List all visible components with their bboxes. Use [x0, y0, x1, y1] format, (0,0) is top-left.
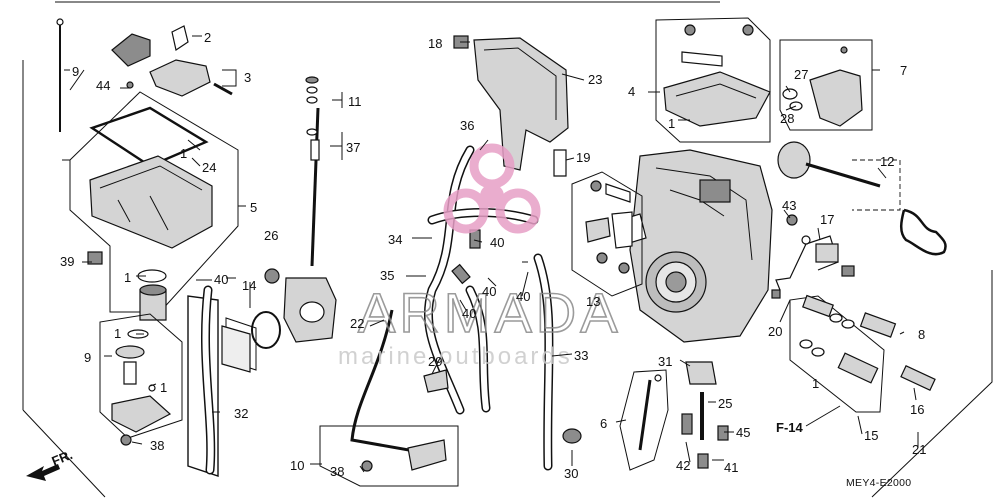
callout-45: 45: [736, 425, 750, 440]
callout-20: 20: [768, 324, 782, 339]
callout-38: 38: [150, 438, 164, 453]
choke-cable-box: [319, 425, 459, 487]
bottom-jets-group: [619, 361, 729, 471]
leader-lines: [62, 35, 919, 473]
callout-22: 22: [350, 316, 364, 331]
armada-watermark: ARMADA marine outboards: [338, 143, 622, 370]
callout-30: 30: [564, 466, 578, 481]
callout-37: 37: [346, 140, 360, 155]
callout-6: 6: [600, 416, 607, 431]
callout-41: 41: [724, 460, 738, 475]
callout-31: 31: [658, 354, 672, 369]
intake-gasket-group: [187, 268, 337, 477]
watermark-tagline: marine outboards: [338, 343, 573, 370]
armada-logo-icon: [443, 143, 541, 234]
callout-12: 12: [880, 154, 894, 169]
cover-plate-group: [655, 17, 771, 143]
callout-labels: 1111112345678991011121314151617181920212…: [60, 30, 926, 481]
reference-label: F-14: [776, 420, 804, 435]
callout-13: 13: [586, 294, 600, 309]
callout-9: 9: [84, 350, 91, 365]
diagram-frame: [22, 1, 993, 498]
callout-1: 1: [114, 326, 121, 341]
callout-26: 26: [264, 228, 278, 243]
callout-3: 3: [244, 70, 251, 85]
callout-8: 8: [918, 327, 925, 342]
callout-38: 38: [330, 464, 344, 479]
callout-9: 9: [72, 64, 79, 79]
callout-4: 4: [628, 84, 635, 99]
callout-40: 40: [462, 306, 476, 321]
callout-18: 18: [428, 36, 442, 51]
callout-1: 1: [668, 116, 675, 131]
callout-7: 7: [900, 63, 907, 78]
watermark-brand: ARMADA: [358, 281, 622, 344]
callout-40: 40: [214, 272, 228, 287]
callout-28: 28: [780, 111, 794, 126]
throttle-valve-group: [305, 76, 320, 267]
callout-11: 11: [348, 94, 362, 109]
front-label: FR.: [50, 447, 75, 469]
callout-34: 34: [388, 232, 402, 247]
callout-1: 1: [160, 380, 167, 395]
callout-32: 32: [234, 406, 248, 421]
callout-33: 33: [574, 348, 588, 363]
reference-arrow: [805, 405, 841, 427]
callout-1: 1: [180, 146, 187, 161]
callout-16: 16: [910, 402, 924, 417]
carburetor-body: [619, 149, 773, 343]
callout-27: 27: [794, 67, 808, 82]
callout-19: 19: [576, 150, 590, 165]
callout-24: 24: [202, 160, 216, 175]
callout-21: 21: [912, 442, 926, 457]
right-parts-group: [771, 141, 947, 413]
callout-35: 35: [380, 268, 394, 283]
callout-17: 17: [820, 212, 834, 227]
callout-14: 14: [242, 278, 256, 293]
callout-25: 25: [718, 396, 732, 411]
callout-15: 15: [864, 428, 878, 443]
linkage-group: [571, 171, 643, 297]
callout-36: 36: [460, 118, 474, 133]
front-arrow-icon: [26, 464, 60, 481]
callout-5: 5: [250, 200, 257, 215]
callout-40: 40: [482, 284, 496, 299]
top-cover-group: [453, 35, 569, 177]
callout-42: 42: [676, 458, 690, 473]
callout-29: 29: [428, 354, 442, 369]
callout-40: 40: [490, 235, 504, 250]
callout-1: 1: [812, 376, 819, 391]
callout-1: 1: [124, 270, 131, 285]
callout-23: 23: [588, 72, 602, 87]
callout-43: 43: [782, 198, 796, 213]
float-chamber-group: [56, 18, 239, 446]
callout-10: 10: [290, 458, 304, 473]
drawing-code: MEY4-E2000: [846, 477, 911, 489]
callout-44: 44: [96, 78, 110, 93]
screw-38-icon: [361, 460, 373, 472]
callout-2: 2: [204, 30, 211, 45]
callout-39: 39: [60, 254, 74, 269]
callout-40: 40: [516, 289, 530, 304]
